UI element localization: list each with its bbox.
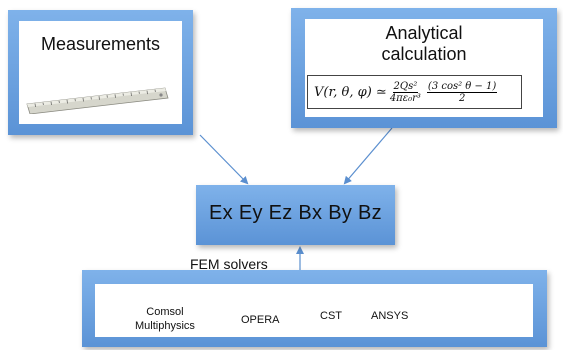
solver-ansys: ANSYS bbox=[371, 310, 409, 322]
solver-comsol-line2: Multiphysics bbox=[135, 320, 195, 332]
solver-cst: CST bbox=[320, 310, 342, 322]
formula-fraction-2: (3 cos² θ − 1) 2 bbox=[426, 80, 498, 104]
arrow-measurements-to-fields bbox=[199, 134, 249, 185]
fem-solvers-box: Comsol Multiphysics OPERA CST ANSYS bbox=[82, 270, 547, 347]
formula-lhs: V(r, θ, φ) ≃ bbox=[314, 84, 387, 100]
formula-frac1-numerator: 2Qs² bbox=[392, 80, 419, 93]
analytical-title-line1: Analytical bbox=[385, 23, 463, 43]
ruler-image bbox=[25, 84, 170, 115]
dipole-potential-formula: V(r, θ, φ) ≃ 2Qs² 4πε₀r³ (3 cos² θ − 1) … bbox=[307, 75, 522, 109]
formula-frac1-denominator: 4πε₀r³ bbox=[389, 92, 421, 104]
solver-comsol-line1: Comsol bbox=[146, 306, 184, 318]
analytical-panel: Analytical calculation V(r, θ, φ) ≃ 2Qs²… bbox=[305, 19, 543, 117]
solver-opera: OPERA bbox=[241, 314, 280, 326]
field-components-box: Ex Ey Ez Bx By Bz bbox=[196, 185, 395, 245]
measurements-title: Measurements bbox=[40, 34, 161, 54]
measurements-panel: Measurements bbox=[19, 21, 182, 124]
solver-comsol: Comsol Multiphysics bbox=[135, 305, 195, 333]
fem-solvers-label: FEM solvers bbox=[190, 256, 268, 272]
analytical-box: Analytical calculation V(r, θ, φ) ≃ 2Qs²… bbox=[291, 8, 557, 128]
formula-frac2-denominator: 2 bbox=[458, 92, 466, 104]
formula-frac2-numerator: (3 cos² θ − 1) bbox=[426, 80, 498, 93]
analytical-title: Analytical calculation bbox=[305, 23, 543, 65]
formula-fraction-1: 2Qs² 4πε₀r³ bbox=[390, 81, 421, 104]
arrow-analytical-to-fields bbox=[343, 127, 393, 185]
measurements-box: Measurements bbox=[8, 10, 193, 135]
field-components-label: Ex Ey Ez Bx By Bz bbox=[209, 202, 382, 224]
analytical-title-line2: calculation bbox=[381, 44, 467, 64]
fem-solvers-panel: Comsol Multiphysics OPERA CST ANSYS bbox=[95, 284, 533, 337]
